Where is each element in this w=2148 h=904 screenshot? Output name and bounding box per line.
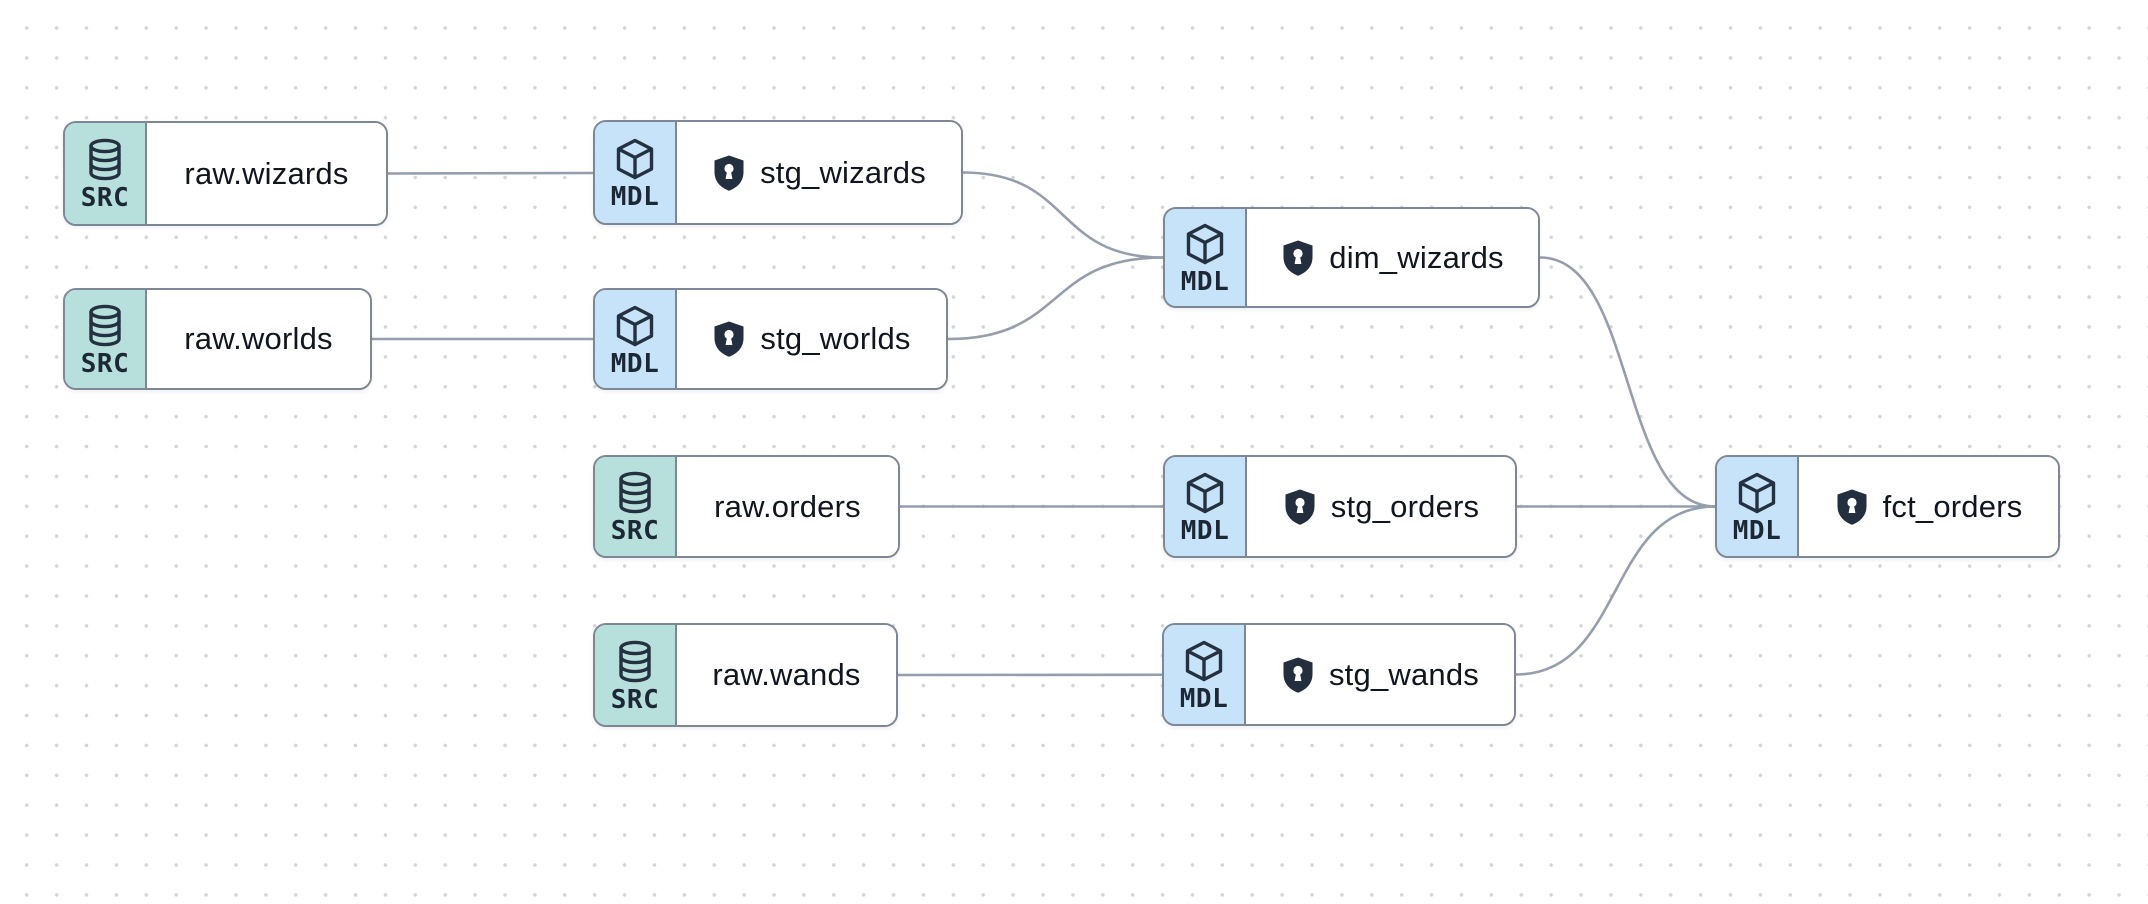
- node-type-badge-mdl: MDL: [1164, 625, 1246, 724]
- shield-lock-icon: [1285, 489, 1315, 525]
- node-body: stg_wizards: [677, 122, 961, 223]
- node-label: dim_wizards: [1329, 239, 1504, 275]
- package-icon: [1185, 641, 1223, 682]
- node-label: raw.wands: [712, 657, 861, 692]
- node-type-label: MDL: [1180, 516, 1230, 547]
- package-icon: [1186, 224, 1224, 265]
- database-icon: [89, 139, 121, 181]
- lineage-node-fct-orders[interactable]: MDL fct_orders: [1715, 455, 2060, 558]
- node-label: fct_orders: [1882, 488, 2023, 524]
- node-body: raw.orders: [677, 457, 898, 556]
- node-type-badge-mdl: MDL: [595, 122, 677, 223]
- node-body: stg_orders: [1247, 457, 1515, 556]
- node-body: raw.worlds: [147, 290, 370, 388]
- node-type-label: SRC: [80, 183, 130, 214]
- shield-lock-icon: [714, 155, 744, 191]
- node-body: stg_wands: [1246, 625, 1514, 724]
- node-label: stg_worlds: [760, 321, 911, 356]
- node-type-label: MDL: [610, 182, 660, 213]
- node-body: raw.wands: [677, 625, 896, 725]
- node-type-label: MDL: [1732, 516, 1782, 547]
- node-type-badge-src: SRC: [65, 290, 147, 388]
- node-type-badge-mdl: MDL: [595, 290, 677, 388]
- node-label: raw.orders: [714, 488, 861, 524]
- node-body: fct_orders: [1799, 457, 2058, 556]
- node-type-badge-mdl: MDL: [1165, 209, 1247, 306]
- package-icon: [1186, 473, 1224, 514]
- edge-stg-worlds-to-dim-wizards: [946, 256, 1165, 341]
- database-icon: [89, 304, 121, 347]
- node-label: stg_orders: [1330, 488, 1480, 524]
- node-type-badge-mdl: MDL: [1165, 457, 1247, 556]
- lineage-node-stg-wizards[interactable]: MDL stg_wizards: [593, 120, 963, 225]
- lineage-node-raw-wands[interactable]: SRC raw.wands: [593, 623, 898, 727]
- node-type-badge-mdl: MDL: [1717, 457, 1799, 556]
- node-type-label: MDL: [1180, 267, 1230, 298]
- node-type-label: MDL: [610, 348, 660, 379]
- edge-dim-wizards-to-fct-orders: [1538, 256, 1717, 508]
- package-icon: [616, 139, 654, 180]
- node-type-badge-src: SRC: [595, 625, 677, 725]
- lineage-node-raw-orders[interactable]: SRC raw.orders: [593, 455, 900, 558]
- node-type-label: SRC: [80, 348, 130, 379]
- node-body: stg_worlds: [677, 290, 946, 388]
- node-body: raw.wizards: [147, 123, 386, 224]
- lineage-node-dim-wizards[interactable]: MDL dim_wizards: [1163, 207, 1540, 308]
- node-type-label: MDL: [1179, 684, 1229, 715]
- node-label: raw.worlds: [184, 321, 333, 356]
- lineage-node-stg-worlds[interactable]: MDL stg_worlds: [593, 288, 948, 390]
- node-type-badge-src: SRC: [65, 123, 147, 224]
- edge-stg-wands-to-fct-orders: [1514, 505, 1717, 676]
- package-icon: [1738, 473, 1776, 514]
- lineage-node-stg-wands[interactable]: MDL stg_wands: [1162, 623, 1516, 726]
- package-icon: [616, 305, 654, 347]
- node-label: stg_wizards: [760, 154, 926, 190]
- node-type-badge-src: SRC: [595, 457, 677, 556]
- node-label: stg_wands: [1328, 656, 1479, 692]
- database-icon: [619, 640, 651, 683]
- shield-lock-icon: [1837, 489, 1867, 525]
- database-icon: [619, 472, 651, 514]
- lineage-node-stg-orders[interactable]: MDL stg_orders: [1163, 455, 1517, 558]
- node-label: raw.wizards: [184, 155, 349, 191]
- lineage-node-raw-wizards[interactable]: SRC raw.wizards: [63, 121, 388, 226]
- shield-lock-icon: [1283, 657, 1313, 693]
- node-type-label: SRC: [610, 684, 660, 715]
- lineage-node-raw-worlds[interactable]: SRC raw.worlds: [63, 288, 372, 390]
- edge-stg-wizards-to-dim-wizards: [961, 171, 1165, 259]
- shield-lock-icon: [714, 321, 744, 357]
- node-body: dim_wizards: [1247, 209, 1538, 306]
- node-type-label: SRC: [610, 516, 660, 547]
- shield-lock-icon: [1283, 240, 1313, 276]
- edge-raw-wizards-to-stg-wizards: [386, 171, 595, 175]
